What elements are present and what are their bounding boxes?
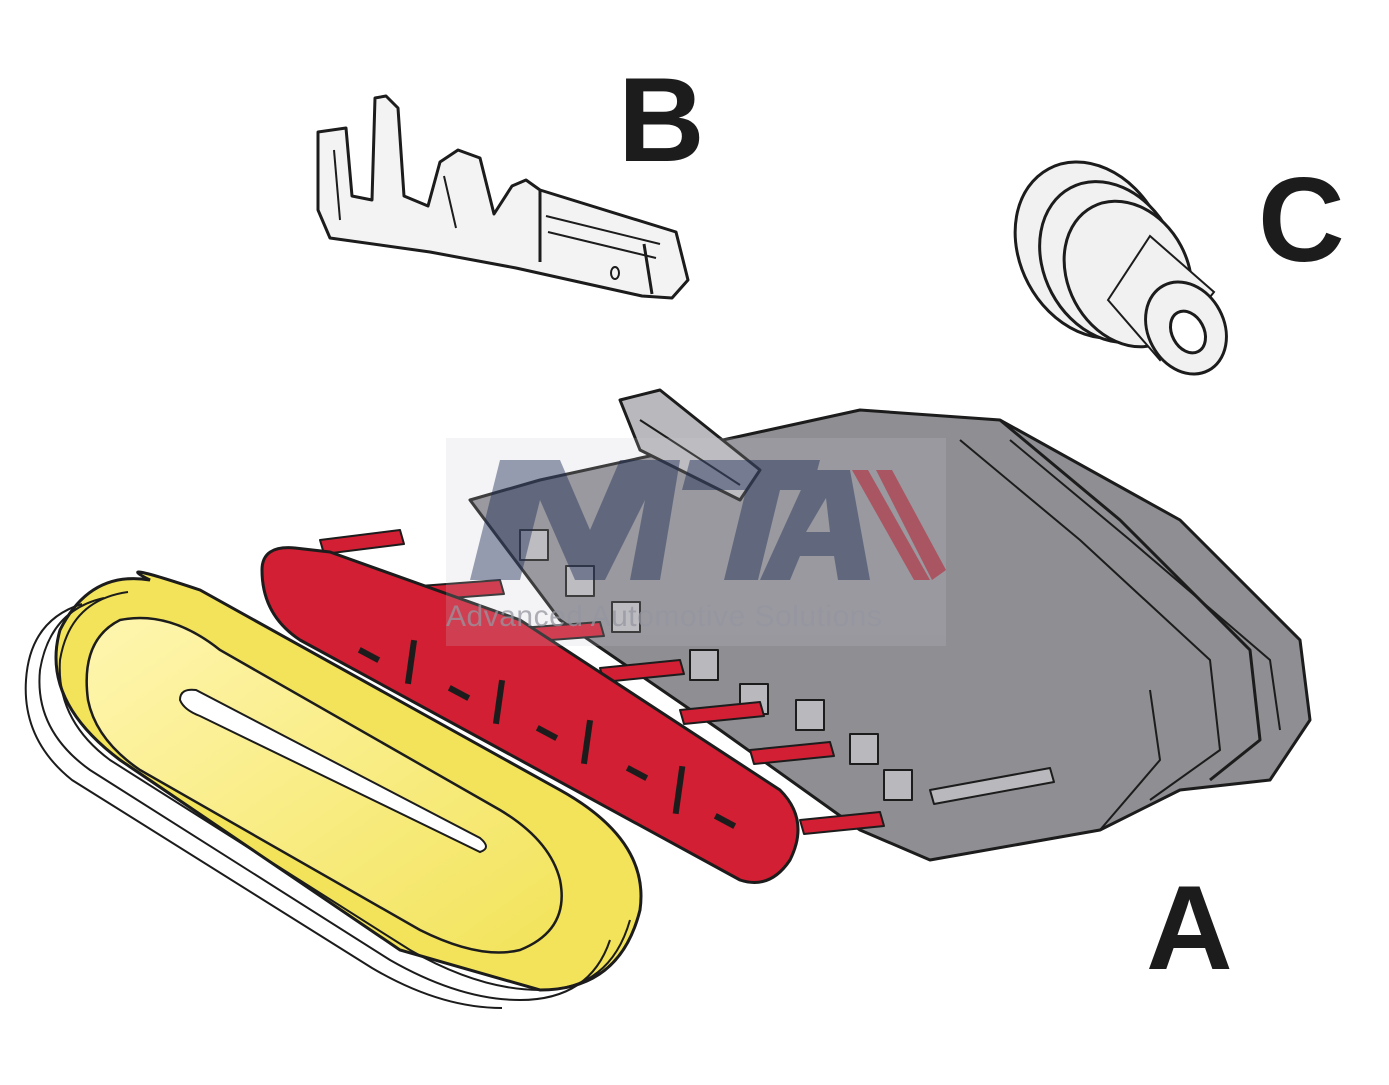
wire-seal-part-c [1013,160,1228,376]
watermark-logo [446,438,946,646]
callout-label-c: C [1258,153,1345,287]
callout-label-a: A [1146,861,1233,995]
red-lock-plate [260,529,885,884]
watermark-tagline: Advanced Automotive Solutions [446,600,883,633]
callout-label-b: B [618,53,705,187]
terminal-part-b [316,94,690,300]
yellow-mat-seal [24,570,643,1009]
lock-plate-slots [357,639,737,829]
connector-housing-part-a [468,388,1312,862]
